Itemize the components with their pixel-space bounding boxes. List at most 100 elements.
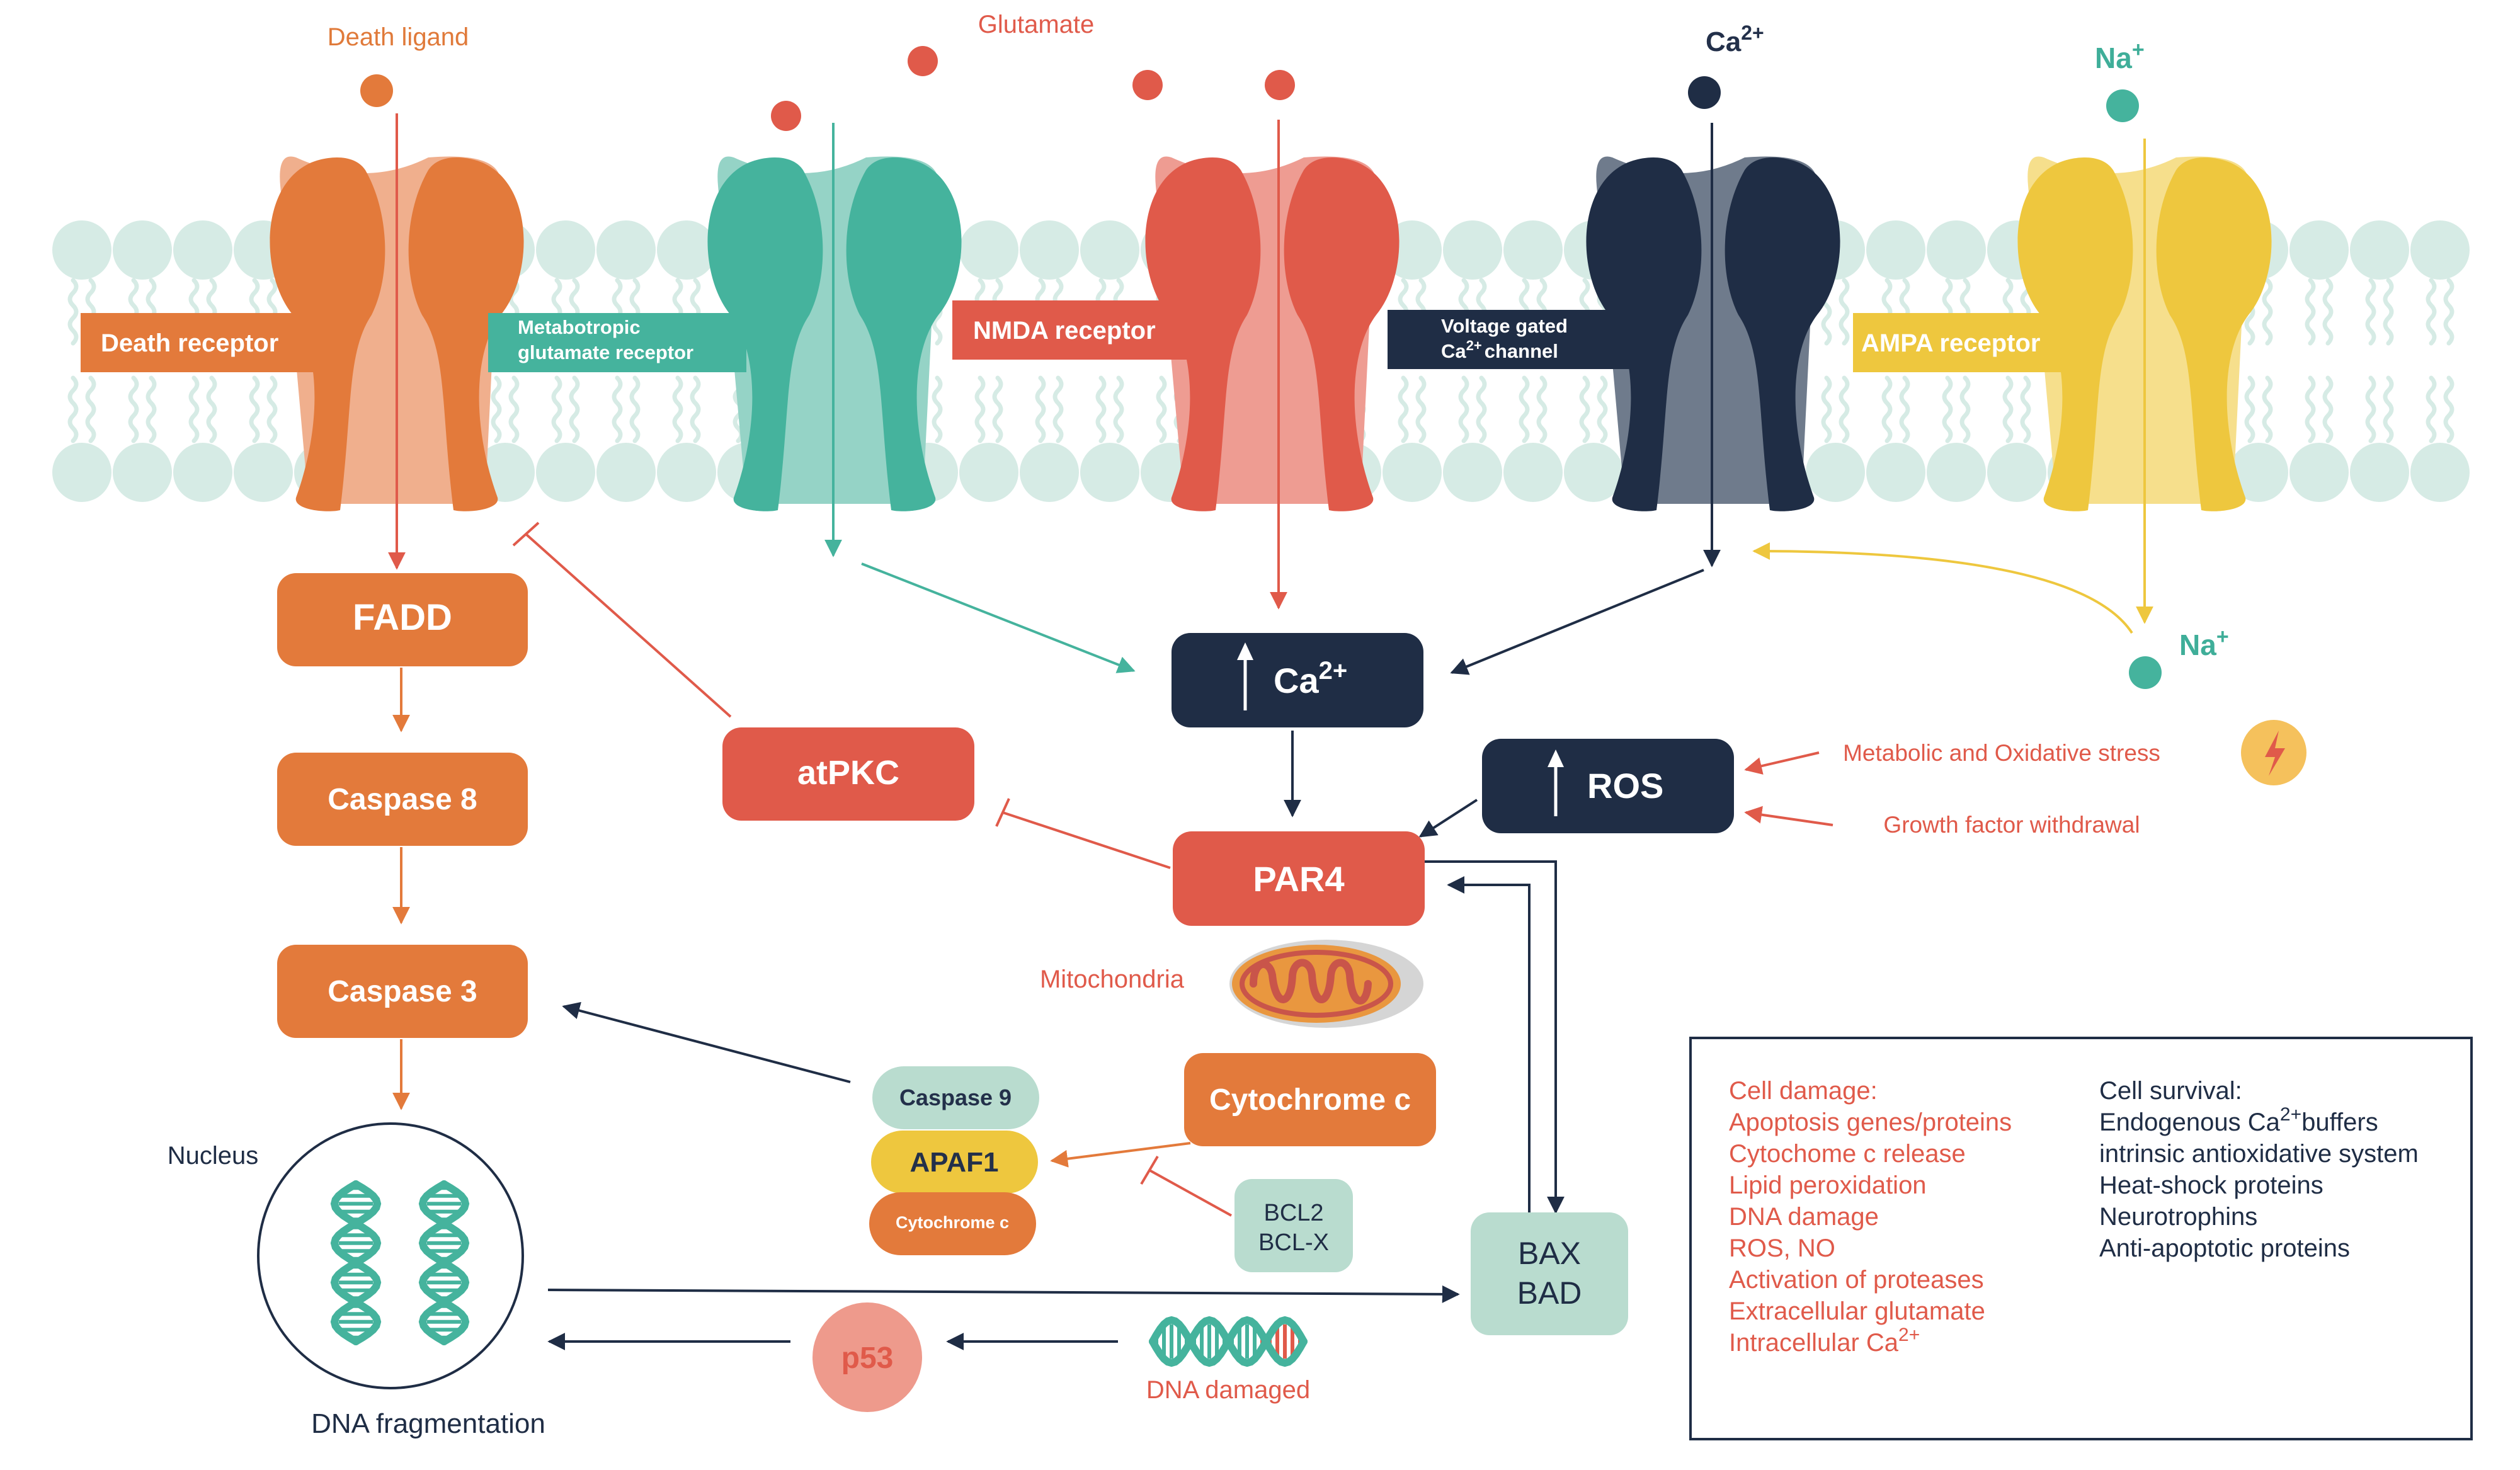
svg-text:ROS: ROS (1587, 766, 1663, 806)
glutamate-molecule (771, 101, 801, 131)
glutamate-label: Glutamate (978, 11, 1095, 38)
atpkc-box: atPKC (722, 727, 974, 821)
nucleus-label: Nucleus (168, 1142, 259, 1170)
arrow-cytc-to-apaf1 (1050, 1142, 1191, 1168)
svg-text:BCL2: BCL2 (1263, 1200, 1323, 1226)
svg-text:Cytochrome c: Cytochrome c (896, 1213, 1009, 1232)
svg-text:PAR4: PAR4 (1253, 859, 1344, 899)
arrow-bax-to-par4 (1447, 876, 1531, 1212)
bcl2-bclx-box: BCL2 BCL-X (1234, 1179, 1353, 1272)
arrow-nucleus-to-bax (547, 1285, 1460, 1303)
mitochondria-icon (1229, 940, 1423, 1028)
apaf1-pill: APAF1 (871, 1131, 1038, 1194)
inhibit-bcl2-to-cytc (1149, 1169, 1232, 1217)
sodium-ion (2106, 89, 2139, 122)
dna-fragmentation-label: DNA fragmentation (311, 1408, 545, 1439)
damage-item: Apoptosis genes/proteins (1729, 1108, 2012, 1136)
up-arrow-head-icon (1548, 749, 1564, 767)
dna-damaged-label: DNA damaged (1146, 1376, 1310, 1404)
calcium-ion (1688, 76, 1721, 109)
inhibit-bar-atpkc (995, 798, 1010, 827)
svg-text:atPKC: atPKC (797, 754, 899, 792)
damage-item: Cytochome c release (1729, 1140, 1966, 1168)
arrow-ros-to-par4 (1418, 799, 1478, 838)
survival-item: intrinsic antioxidative system (2099, 1140, 2419, 1168)
svg-text:Metabotropic: Metabotropic (518, 316, 641, 338)
caspase8-box: Caspase 8 (277, 753, 528, 846)
metabolic-stress-label: Metabolic and Oxidative stress (1843, 740, 2160, 766)
damage-item: Extracellular glutamate (1729, 1297, 1985, 1325)
dna-helix-icon (418, 1180, 470, 1345)
mglu-receptor-label: Metabotropic glutamate receptor (488, 313, 746, 372)
svg-text:Caspase 9: Caspase 9 (899, 1085, 1012, 1110)
nmda-receptor-label: NMDA receptor (952, 300, 1197, 360)
arrow-par4-to-bax (1425, 860, 1565, 1214)
survival-item: Anti-apoptotic proteins (2099, 1234, 2350, 1262)
damage-item: Lipid peroxidation (1729, 1171, 1927, 1199)
svg-text:Caspase 3: Caspase 3 (328, 975, 477, 1008)
glutamate-molecule (908, 46, 938, 76)
damage-item: ROS, NO (1729, 1234, 1835, 1262)
mglu-receptor-channel (707, 156, 962, 511)
growth-factor-label: Growth factor withdrawal (1883, 812, 2140, 838)
svg-text:Ca2+channel: Ca2+channel (1441, 338, 1558, 362)
damage-item: Activation of proteases (1729, 1266, 1984, 1294)
legend-box: Cell damage: Apoptosis genes/proteins Cy… (1689, 1037, 2473, 1440)
up-arrow-head-icon (1237, 642, 1253, 660)
svg-text:Death receptor: Death receptor (101, 329, 278, 357)
svg-text:BCL-X: BCL-X (1258, 1229, 1329, 1256)
svg-text:glutamate receptor: glutamate receptor (518, 341, 693, 363)
inhibit-atpkc-to-death-receptor (525, 533, 732, 718)
svg-text:NMDA receptor: NMDA receptor (973, 317, 1156, 345)
inhibit-bar-cytc (1140, 1155, 1159, 1185)
ampa-receptor-label: AMPA receptor (1853, 313, 2077, 372)
ros-box: ROS (1482, 739, 1734, 833)
caspase3-box: Caspase 3 (277, 945, 528, 1038)
death-ligand-label: Death ligand (328, 23, 469, 51)
arrow-vgcc-to-ca (1450, 569, 1704, 675)
cytochrome-c-box: Cytochrome c (1184, 1053, 1436, 1146)
sodium-label-intracellular: Na+ (2179, 625, 2229, 661)
arrow-mglu-to-ca (861, 562, 1136, 673)
arrow-caspase9-to-caspase3 (562, 1001, 851, 1083)
survival-item: Endogenous Ca2+buffers (2099, 1104, 2378, 1136)
par4-box: PAR4 (1173, 831, 1425, 926)
glutamate-molecule (1265, 70, 1295, 100)
arrow-growth-to-ros (1744, 806, 1833, 826)
ca-increase-box: Ca2+ (1172, 633, 1423, 727)
arrow-metabolic-to-ros (1744, 751, 1820, 775)
sodium-ion-intracellular (2129, 656, 2162, 689)
cell-survival-title: Cell survival: (2099, 1077, 2242, 1105)
survival-item: Heat-shock proteins (2099, 1171, 2323, 1199)
svg-text:FADD: FADD (353, 597, 452, 638)
mitochondria-label: Mitochondria (1040, 966, 1185, 993)
bax-bad-box: BAX BAD (1471, 1212, 1628, 1335)
svg-text:Cytochrome c: Cytochrome c (1209, 1083, 1411, 1117)
death-ligand-molecule (360, 74, 393, 107)
survival-item: Neurotrophins (2099, 1203, 2257, 1231)
damaged-dna-icon (1149, 1316, 1308, 1367)
glutamate-molecule (1132, 70, 1163, 100)
inhibit-par4-to-atpkc (1002, 811, 1171, 869)
lightning-icon (2241, 720, 2306, 785)
svg-text:p53: p53 (841, 1342, 894, 1375)
damage-item: Intracellular Ca2+ (1729, 1325, 1920, 1357)
arrow-na-to-vgcc (1752, 542, 2133, 634)
svg-text:AMPA receptor: AMPA receptor (1861, 329, 2041, 357)
svg-text:APAF1: APAF1 (910, 1147, 999, 1178)
vgcc-label: Voltage gated Ca2+channel (1388, 310, 1647, 369)
calcium-label: Ca2+ (1706, 21, 1764, 57)
svg-text:Caspase 8: Caspase 8 (328, 783, 477, 816)
inhibit-bar-death-receptor (512, 521, 540, 547)
nucleus (257, 1122, 524, 1389)
death-receptor-channel (270, 156, 524, 511)
sodium-label: Na+ (2095, 38, 2145, 74)
svg-text:BAD: BAD (1517, 1275, 1582, 1311)
cell-damage-title: Cell damage: (1729, 1077, 1878, 1105)
death-receptor-label: Death receptor (81, 313, 315, 372)
svg-text:BAX: BAX (1518, 1236, 1581, 1271)
dna-helix-icon (330, 1180, 382, 1345)
damage-item: DNA damage (1729, 1203, 1879, 1231)
svg-text:Voltage gated: Voltage gated (1441, 315, 1568, 337)
